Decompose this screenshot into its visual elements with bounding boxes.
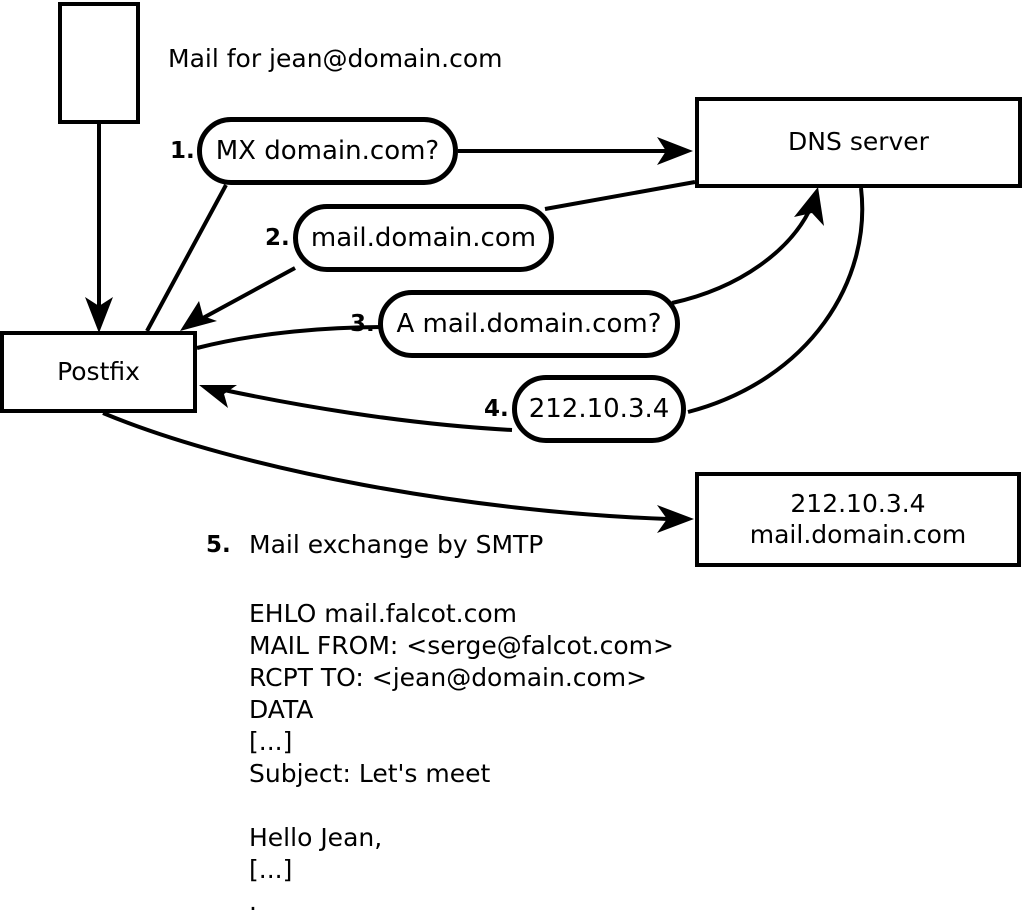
edge-dns-to-step2 [544,180,696,211]
postfix-node: Postfix [0,331,197,413]
step-1-bubble-mx-query: MX domain.com? [197,117,458,185]
step-3-bubble-a-query: A mail.domain.com? [378,290,680,358]
step-2-number: 2. [265,225,290,251]
edge-step1-to-dns [458,137,693,165]
step-5-title: Mail exchange by SMTP [249,530,544,559]
edge-sender-to-postfix [85,124,113,333]
edge-step3-to-dns [671,187,824,305]
edge-step2-to-postfix [180,266,296,331]
edge-step1-to-postfix [145,184,228,332]
destination-mail-server-node: 212.10.3.4 mail.domain.com [695,472,1021,567]
step-4-number: 4. [484,396,509,422]
step-2-bubble-mx-answer: mail.domain.com [293,204,554,272]
step-1-number: 1. [170,138,195,164]
step-4-bubble-a-answer: 212.10.3.4 [512,375,686,443]
mail-for-caption: Mail for jean@domain.com [168,44,503,73]
step-3-number: 3. [350,311,375,337]
edge-step4-to-postfix [199,385,513,432]
edge-dns-to-step4 [687,187,865,414]
sender-host-box [58,2,140,124]
smtp-transcript: EHLO mail.falcot.com MAIL FROM: <serge@f… [249,599,674,916]
dns-server-node: DNS server [695,97,1022,188]
step-5-number: 5. [206,532,231,558]
